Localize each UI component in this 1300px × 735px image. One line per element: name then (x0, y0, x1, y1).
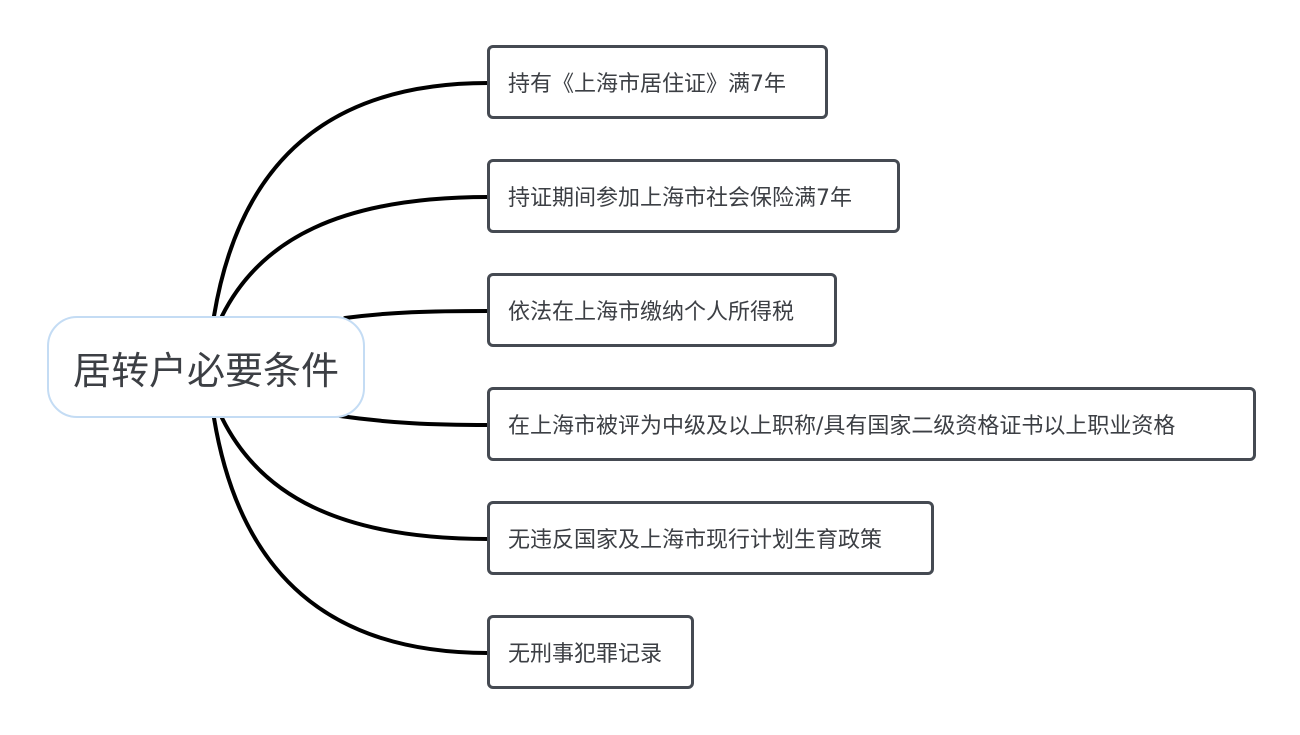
branch-topic-label: 依法在上海市缴纳个人所得税 (508, 300, 795, 325)
root-topic-label: 居转户必要条件 (72, 348, 339, 393)
connector-2 (220, 195, 490, 318)
branch-topic-4[interactable]: 在上海市被评为中级及以上职称/具有国家二级资格证书以上职业资格 (487, 387, 1256, 461)
branch-topic-label: 无刑事犯罪记录 (508, 642, 663, 667)
connector-4 (338, 414, 490, 427)
branch-topic-label: 在上海市被评为中级及以上职称/具有国家二级资格证书以上职业资格 (508, 414, 1176, 439)
root-topic[interactable]: 居转户必要条件 (47, 316, 365, 418)
branch-topic-1[interactable]: 持有《上海市居住证》满7年 (487, 45, 828, 119)
branch-topic-3[interactable]: 依法在上海市缴纳个人所得税 (487, 273, 837, 347)
branch-topic-6[interactable]: 无刑事犯罪记录 (487, 615, 694, 689)
connector-6 (212, 416, 490, 655)
connector-3 (343, 309, 490, 320)
branch-topic-label: 无违反国家及上海市现行计划生育政策 (508, 528, 883, 553)
branch-topic-2[interactable]: 持证期间参加上海市社会保险满7年 (487, 159, 900, 233)
branch-topic-label: 持证期间参加上海市社会保险满7年 (508, 186, 852, 211)
connector-1 (212, 81, 490, 318)
branch-topic-label: 持有《上海市居住证》满7年 (508, 72, 786, 97)
connector-5 (220, 416, 490, 541)
branch-topic-5[interactable]: 无违反国家及上海市现行计划生育政策 (487, 501, 934, 575)
